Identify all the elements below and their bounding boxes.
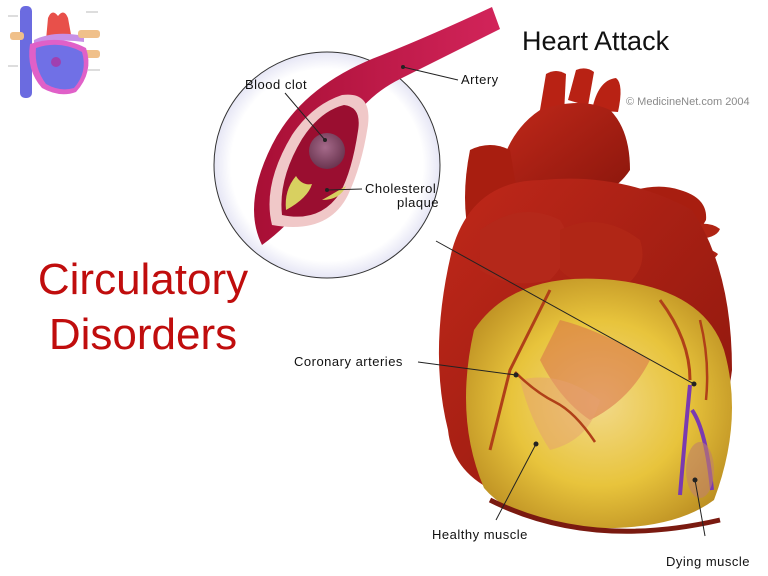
label-healthy-muscle: Healthy muscle (432, 527, 528, 542)
copyright-notice: © MedicineNet.com 2004 (626, 96, 750, 108)
diagram-title: Heart Attack (522, 26, 670, 56)
slide-title-line2: Disorders (48, 310, 238, 359)
heart (438, 68, 732, 534)
label-cholesterol: Cholesterol (365, 181, 437, 196)
label-coronary-arteries: Coronary arteries (294, 354, 403, 369)
heart-anatomy-thumbnail (8, 4, 104, 98)
label-blood-clot: Blood clot (245, 77, 308, 92)
slide-title-line1: Circulatory (37, 255, 249, 304)
artery-magnifier (213, 7, 500, 279)
leader-lines (284, 66, 706, 537)
label-plaque: plaque (397, 195, 440, 210)
leader-dots (323, 65, 698, 483)
label-dying-muscle: Dying muscle (666, 554, 751, 569)
slide-title: Circulatory Disorders (18, 252, 268, 362)
label-artery: Artery (461, 72, 499, 87)
